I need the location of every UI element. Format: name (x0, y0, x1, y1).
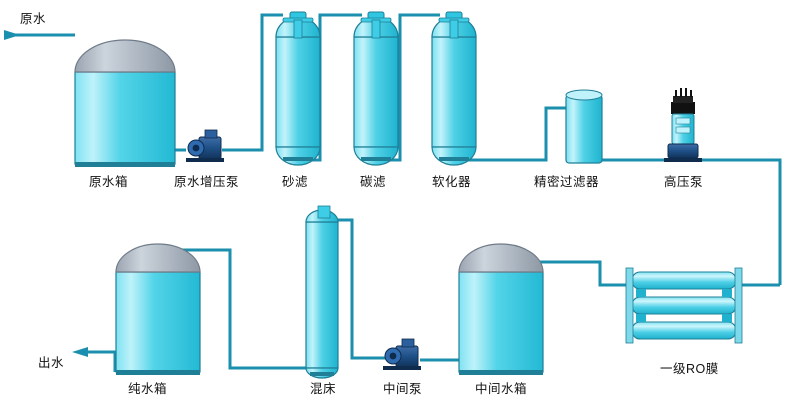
softener-vessel (431, 11, 477, 166)
raw-water-booster-pump-unit (186, 129, 224, 162)
sand-filter-vessel (275, 11, 321, 166)
intermediate-pump-unit (383, 338, 421, 370)
outlet-arrow-icon (72, 347, 88, 357)
pipe-hpp-to-ro (702, 158, 782, 285)
label-pure-water-tank: 纯水箱 (128, 382, 168, 396)
mixed-bed-vessel (305, 205, 339, 379)
label-sand-filter: 砂滤 (282, 175, 309, 189)
pipe-booster-to-sand (222, 13, 283, 152)
label-precision-filter: 精密过滤器 (534, 175, 600, 189)
primary-ro-membrane-stack (625, 267, 743, 344)
label-mixed-bed: 混床 (310, 382, 337, 396)
label-softener: 软化器 (432, 175, 472, 189)
label-intermediate-water-tank: 中间水箱 (475, 382, 528, 396)
intermediate-water-tank-vessel (458, 243, 544, 375)
pipe-pump-to-mixedbed (336, 218, 385, 360)
label-carbon-filter: 碳滤 (360, 175, 387, 189)
high-pressure-pump-unit (664, 88, 702, 162)
pure-water-tank-vessel (115, 243, 201, 375)
pipe-pure-to-outlet (85, 350, 117, 372)
label-raw-water-inlet: 原水 (20, 12, 47, 26)
precision-filter-vessel (565, 89, 603, 164)
label-primary-ro-membrane: 一级RO膜 (660, 362, 719, 376)
label-raw-water-tank: 原水箱 (89, 175, 129, 189)
label-raw-water-booster-pump: 原水增压泵 (174, 175, 240, 189)
label-high-pressure-pump: 高压泵 (664, 175, 704, 189)
pipe-soft-to-precision (459, 106, 568, 162)
raw-water-tank-vessel (74, 39, 176, 167)
pipe-ro-to-intermediate (540, 260, 632, 287)
carbon-filter-vessel (353, 11, 399, 166)
label-outlet-water: 出水 (38, 356, 65, 370)
inlet-arrow-icon (4, 30, 20, 40)
label-intermediate-pump: 中间泵 (383, 382, 423, 396)
